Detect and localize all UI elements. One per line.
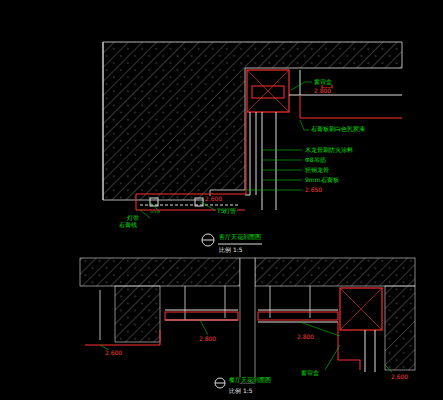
elevation-mark: 2.650	[304, 187, 323, 193]
annotation: 客厅天花剖面图	[218, 234, 262, 240]
annotation: 窗帘盒	[300, 370, 320, 376]
elevation-mark: 2.600	[204, 196, 223, 202]
annotation: 石膏板刷白色乳胶漆	[310, 126, 366, 132]
annotation: 比例 1:5	[218, 247, 244, 253]
annotation: 石膏线	[118, 222, 138, 228]
top-section	[103, 42, 402, 246]
annotation: Φ8吊筋	[304, 157, 327, 163]
elevation-mark: 2.600	[104, 350, 123, 356]
annotation: 比例 1:5	[228, 388, 254, 394]
annotation: 灯带	[126, 215, 140, 221]
elevation-mark: 9mm石膏板	[304, 177, 340, 183]
bottom-section	[80, 258, 415, 388]
annotation: 窗帘盒	[313, 79, 333, 85]
elevation-mark: 2.800	[198, 336, 217, 342]
annotation: 轻钢龙骨	[304, 167, 330, 173]
annotation: T5灯管	[216, 208, 237, 214]
elevation-mark: 2.800	[296, 334, 315, 340]
annotation: 木龙骨刷防火涂料	[304, 147, 354, 153]
annotation: 餐厅天花剖面图	[228, 377, 272, 383]
elevation-mark: 2.600	[390, 374, 409, 380]
elevation-mark: 2.800	[313, 88, 332, 94]
